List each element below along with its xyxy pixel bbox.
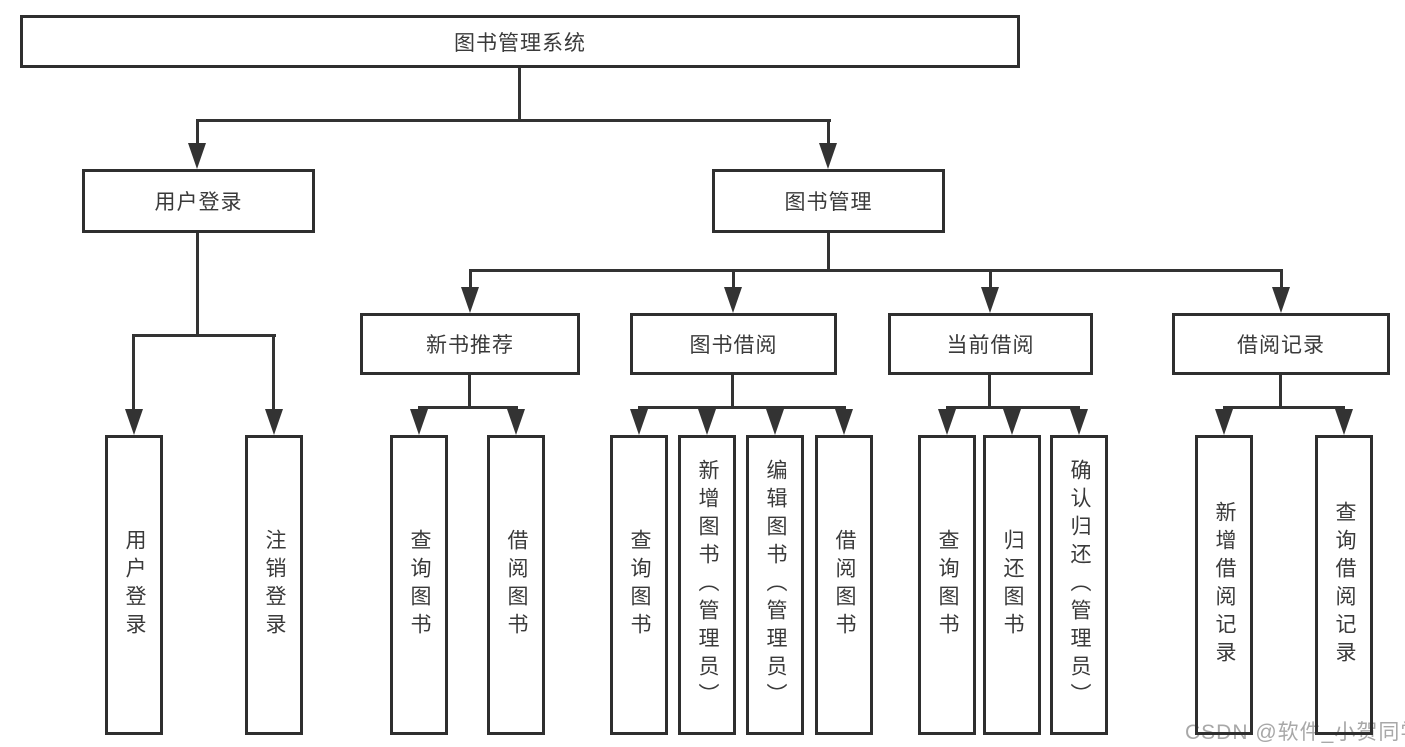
- connector-login-stem: [196, 232, 199, 335]
- leaf-recommend-borrow-books-label: 借阅图书: [505, 529, 528, 641]
- connector-sec3-stem: [988, 374, 991, 409]
- leaf-login: 用户登录: [105, 435, 163, 735]
- arrow-down-icon: [1215, 409, 1233, 435]
- node-book-management: 图书管理: [712, 169, 945, 233]
- leaf-current-return-books-label: 归还图书: [1001, 529, 1024, 641]
- leaf-borrow-edit-books-admin-label: 编辑图书（管理员）: [764, 459, 787, 711]
- leaf-records-add-record-label: 新增借阅记录: [1213, 501, 1236, 669]
- node-user-login: 用户登录: [82, 169, 315, 233]
- connector-mgmt-drop: [827, 119, 830, 147]
- leaf-borrow-edit-books-admin: 编辑图书（管理员）: [746, 435, 804, 735]
- connector-sec2-drop: [732, 269, 735, 291]
- arrow-down-icon: [1003, 409, 1021, 435]
- leaf-borrow-add-books-admin: 新增图书（管理员）: [678, 435, 736, 735]
- connector-login-drop: [196, 119, 199, 147]
- arrow-down-icon: [125, 409, 143, 435]
- connector-sec4-hline: [1223, 406, 1345, 409]
- leaf-logout-label: 注销登录: [263, 529, 286, 641]
- arrow-down-icon: [507, 409, 525, 435]
- connector-sec2-hline: [638, 406, 846, 409]
- connector-root-hline: [196, 119, 831, 122]
- arrow-down-icon: [188, 143, 206, 169]
- connector-mgmt-stem: [827, 232, 830, 272]
- leaf-records-query-record-label: 查询借阅记录: [1333, 501, 1356, 669]
- arrow-down-icon: [981, 287, 999, 313]
- leaf-current-return-books: 归还图书: [983, 435, 1041, 735]
- leaf-recommend-borrow-books: 借阅图书: [487, 435, 545, 735]
- leaf-borrow-add-books-admin-label: 新增图书（管理员）: [696, 459, 719, 711]
- leaf-login-label: 用户登录: [123, 529, 146, 641]
- connector-mgmt-hline: [469, 269, 1283, 272]
- leaf-borrow-query-books-label: 查询图书: [628, 529, 651, 641]
- node-new-book-recommend: 新书推荐: [360, 313, 580, 375]
- leaf-borrow-query-books: 查询图书: [610, 435, 668, 735]
- connector-sec1-stem: [468, 374, 471, 409]
- arrow-down-icon: [835, 409, 853, 435]
- arrow-down-icon: [1070, 409, 1088, 435]
- connector-login-leaf1-drop: [132, 334, 135, 411]
- connector-root-stem: [518, 68, 521, 120]
- leaf-logout: 注销登录: [245, 435, 303, 735]
- arrow-down-icon: [938, 409, 956, 435]
- arrow-down-icon: [410, 409, 428, 435]
- leaf-recommend-query-books-label: 查询图书: [408, 529, 431, 641]
- leaf-current-confirm-return-admin: 确认归还（管理员）: [1050, 435, 1108, 735]
- node-root: 图书管理系统: [20, 15, 1020, 68]
- leaf-records-query-record: 查询借阅记录: [1315, 435, 1373, 735]
- arrow-down-icon: [1335, 409, 1353, 435]
- arrow-down-icon: [265, 409, 283, 435]
- arrow-down-icon: [766, 409, 784, 435]
- leaf-recommend-query-books: 查询图书: [390, 435, 448, 735]
- leaf-borrow-borrow-books-label: 借阅图书: [833, 529, 856, 641]
- connector-login-leaf2-drop: [272, 334, 275, 411]
- connector-sec3-hline: [946, 406, 1080, 409]
- connector-sec1-drop: [469, 269, 472, 291]
- arrow-down-icon: [698, 409, 716, 435]
- connector-sec4-stem: [1279, 374, 1282, 409]
- csdn-watermark: CSDN @软件_小贺同学: [1185, 721, 1405, 744]
- connector-login-hline: [133, 334, 276, 337]
- node-book-borrow: 图书借阅: [630, 313, 837, 375]
- arrow-down-icon: [461, 287, 479, 313]
- connector-sec2-stem: [731, 374, 734, 409]
- arrow-down-icon: [630, 409, 648, 435]
- leaf-current-query-books-label: 查询图书: [936, 529, 959, 641]
- connector-sec3-drop: [989, 269, 992, 291]
- leaf-borrow-borrow-books: 借阅图书: [815, 435, 873, 735]
- node-borrow-records: 借阅记录: [1172, 313, 1390, 375]
- arrow-down-icon: [724, 287, 742, 313]
- arrow-down-icon: [1272, 287, 1290, 313]
- connector-sec1-hline: [418, 406, 518, 409]
- connector-sec4-drop: [1280, 269, 1283, 291]
- arrow-down-icon: [819, 143, 837, 169]
- node-current-borrow: 当前借阅: [888, 313, 1093, 375]
- leaf-current-query-books: 查询图书: [918, 435, 976, 735]
- leaf-current-confirm-return-admin-label: 确认归还（管理员）: [1068, 459, 1091, 711]
- leaf-records-add-record: 新增借阅记录: [1195, 435, 1253, 735]
